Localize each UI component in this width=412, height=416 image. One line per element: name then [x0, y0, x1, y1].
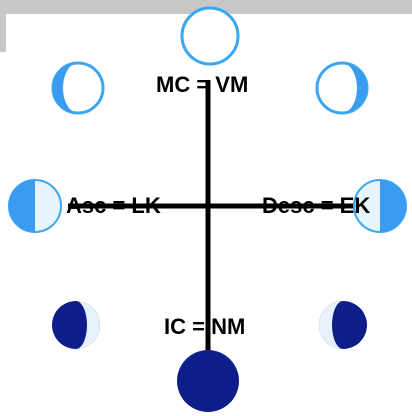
gibbous-bottom-left: [52, 301, 100, 349]
ic-label: IC = NM: [164, 314, 246, 339]
crescent-top-left: [51, 61, 105, 115]
desc-label: Desc = EK: [262, 193, 371, 218]
half-moon-left: [8, 179, 62, 233]
frame-notch: [0, 14, 6, 52]
crescent-top-right: [315, 61, 369, 115]
mc-label: MC = VM: [156, 72, 249, 97]
half-moon-right: [353, 179, 407, 233]
gibbous-bottom-right: [319, 301, 367, 349]
full-moon-bottom: [177, 350, 239, 412]
asc-label: Asc = LK: [66, 193, 161, 218]
new-moon-top: [180, 6, 240, 66]
